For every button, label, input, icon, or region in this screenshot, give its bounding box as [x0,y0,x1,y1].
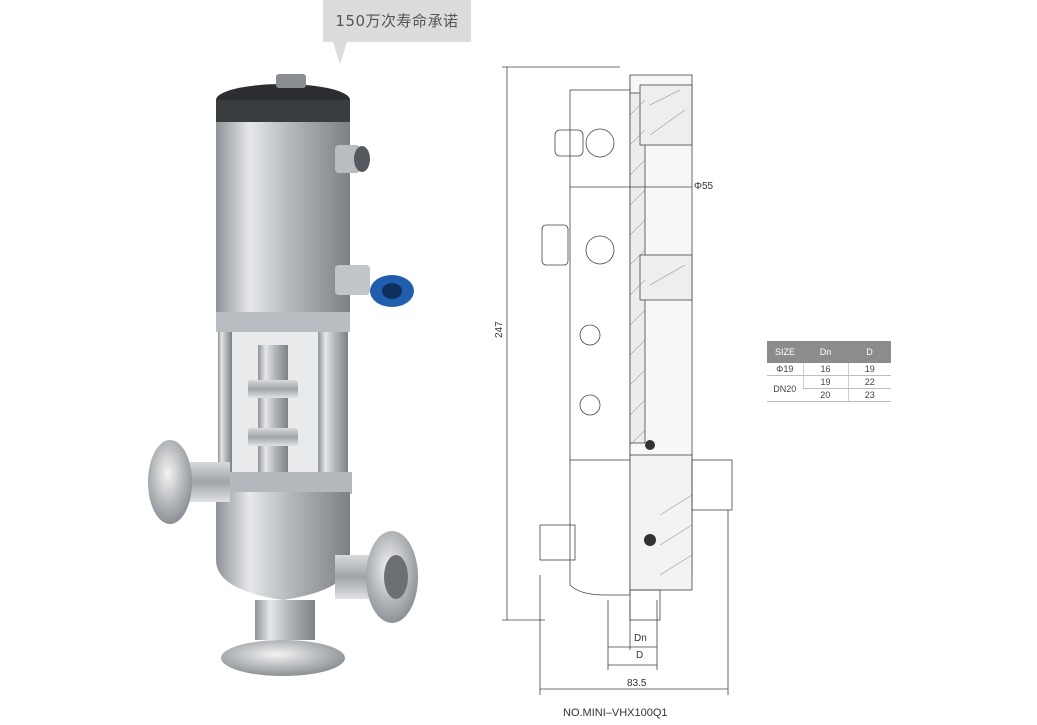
callout-text: 150万次寿命承诺 [335,12,459,30]
spec-cell-dn: 20 [803,388,848,402]
yoke-frame [218,332,232,472]
table-row: Φ19 16 19 [767,363,891,376]
dimension-d-label: D [636,650,644,661]
dimension-width: 83.5 [627,678,647,689]
spec-header-d: D [848,341,891,363]
spec-table: SIZE Dn D Φ19 16 19 DN20 19 22 20 23 [767,341,891,402]
spec-cell-size: Φ19 [767,363,803,376]
table-row: DN20 19 22 [767,375,891,402]
callout-box [323,0,471,42]
spec-cell-d: 22 [847,375,891,389]
dimension-dn-label: Dn [634,633,647,644]
dimension-cylinder-diameter: Φ55 [694,181,714,192]
spec-header-size: SIZE [767,341,803,363]
valve-body [216,492,350,600]
left-flange [148,440,192,524]
spec-cell-d: 23 [847,388,891,402]
model-number: NO.MINI–VHX100Q1 [563,707,668,719]
dimension-overall-height: 247 [494,321,505,338]
actuator-cylinder [216,122,350,312]
technical-drawing [502,66,733,695]
bottom-flange [221,640,345,676]
table-row: 20 23 [767,388,891,402]
spec-table-header: SIZE Dn D [767,341,891,363]
spec-cell-dn: 16 [802,363,848,376]
valve-stem [258,345,288,475]
spec-cell-d: 19 [847,363,891,376]
spec-header-dn: Dn [803,341,848,363]
callout-pointer [333,42,347,64]
spec-cell-size: DN20 [767,375,803,402]
valve-product-image [148,74,418,676]
spec-cell-dn: 19 [802,375,848,389]
